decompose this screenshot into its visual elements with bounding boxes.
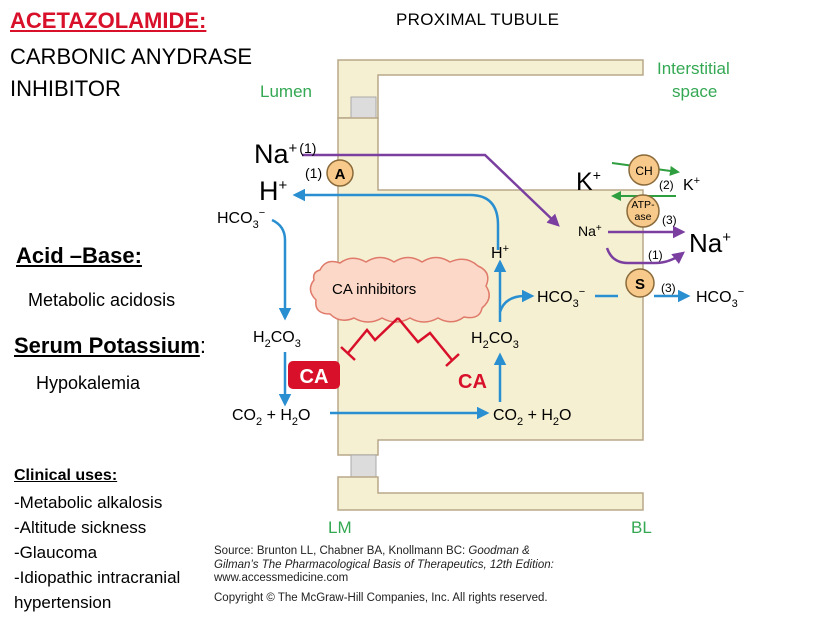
- page-title: ACETAZOLAMIDE:: [10, 8, 207, 33]
- clinical-use-item: -Altitude sickness: [14, 518, 147, 537]
- purple-arrows: [302, 153, 686, 265]
- na-symporter-arrow: [605, 247, 685, 265]
- clinical-uses-heading: Clinical uses:: [14, 467, 118, 484]
- serum-potassium-value: Hypokalemia: [36, 373, 141, 393]
- ca-lumen-box: [288, 361, 340, 389]
- co2-h2o-lumen-label: CO2 + H2O: [232, 407, 311, 428]
- inhibit-lumen-ca-bar: [340, 346, 356, 361]
- inhibit-cell-ca-line: [397, 317, 453, 361]
- subtitle-line-2: INHIBITOR: [10, 76, 121, 101]
- inhibit-cell-ca-bar: [445, 353, 460, 367]
- lower-neighbor-cell: [337, 476, 644, 511]
- source-line-1b: Goodman &: [468, 545, 530, 557]
- clinical-use-item: -Idiopathic intracranial: [14, 568, 181, 587]
- serum-potassium-line: Serum Potassium:: [14, 333, 206, 359]
- k-interstitial-label: K+: [683, 175, 700, 194]
- atpase-number-label: (3): [662, 213, 677, 227]
- tight-junction-bottom: [350, 454, 377, 478]
- inhibition-lines: [340, 317, 460, 367]
- a-number-label: (1): [305, 165, 322, 181]
- symporter-number-label: (3): [661, 281, 676, 295]
- hco3-lumen-label: HCO3−: [217, 207, 265, 231]
- channel-label: CH: [635, 164, 652, 178]
- atpase-circle: [626, 194, 660, 228]
- k-channel-circle: [628, 154, 660, 186]
- ca-inhibitors-cloud: [309, 256, 490, 323]
- source-line-3: www.accessmedicine.com: [214, 572, 349, 584]
- bl-label: BL: [631, 518, 652, 537]
- h-lumen-label: H+: [259, 176, 288, 206]
- hco3-interstitial-label: HCO3−: [696, 286, 744, 310]
- transporter-a-circle: [326, 159, 354, 187]
- clinical-use-item: -Glaucoma: [14, 543, 98, 562]
- k-number-label: (2): [659, 178, 674, 192]
- clinical-use-item: hypertension: [14, 593, 112, 612]
- symporter-circle: [625, 268, 655, 298]
- h2co3-to-hco3-arrow: [498, 289, 535, 313]
- k-cell-label: K+: [576, 167, 601, 196]
- h2co3-cell-label: H2CO3: [471, 330, 519, 351]
- h-cell-label: H+: [491, 243, 509, 262]
- diagram-title: PROXIMAL TUBULE: [396, 10, 560, 29]
- na-entry-arrow: [302, 153, 560, 227]
- h2co3-lumen-label: H2CO3: [253, 329, 301, 350]
- tight-junction-top: [350, 96, 377, 119]
- transporter-a-label: A: [335, 166, 346, 183]
- ca-inhibitors-label: CA inhibitors: [332, 281, 416, 298]
- symporter-label: S: [635, 276, 645, 293]
- serum-potassium-heading: Serum Potassium: [14, 333, 200, 358]
- source-line-1a: Source: Brunton LL, Chabner BA, Knollman…: [214, 545, 469, 557]
- hco3-cell-label: HCO3−: [537, 286, 585, 310]
- interstitial-label-line-2: space: [672, 82, 718, 101]
- interstitial-label-line-1: Interstitial: [657, 59, 730, 78]
- blue-arrows: [271, 188, 691, 420]
- acid-base-heading: Acid –Base:: [16, 243, 142, 268]
- lumen-label: Lumen: [260, 82, 312, 101]
- epithelial-cell: [337, 59, 644, 511]
- h-secretion-arrow: [292, 188, 500, 250]
- lm-label: LM: [328, 518, 352, 537]
- clinical-use-item: -Metabolic alkalosis: [14, 493, 163, 512]
- na-interstitial-label: Na+: [689, 228, 731, 258]
- na-cell-label: Na+: [578, 223, 602, 239]
- ca-cell-label: CA: [458, 371, 487, 393]
- atpase-label-line-1: ATP-: [631, 199, 655, 211]
- serum-potassium-colon: :: [199, 333, 206, 358]
- inhibit-lumen-ca-line: [347, 317, 399, 354]
- subtitle-line-1: CARBONIC ANYDRASE: [10, 44, 253, 69]
- source-line-4: Copyright © The McGraw-Hill Companies, I…: [214, 591, 548, 604]
- acid-base-value: Metabolic acidosis: [28, 290, 176, 310]
- co2-h2o-cell-label: CO2 + H2O: [493, 407, 572, 428]
- ca-lumen-label: CA: [300, 366, 329, 388]
- source-citation: Source: Brunton LL, Chabner BA, Knollman…: [214, 545, 554, 605]
- upper-neighbor-cell: [337, 59, 644, 119]
- atpase-label-line-2: ase: [635, 211, 652, 223]
- hco3-to-h2co3-arrow: [271, 218, 292, 321]
- source-line-2: Gilman’s The Pharmacological Basis of Th…: [214, 558, 554, 571]
- na-lumen-label: Na+(1): [254, 139, 316, 169]
- na-interstitial-number-label: (1): [648, 248, 663, 262]
